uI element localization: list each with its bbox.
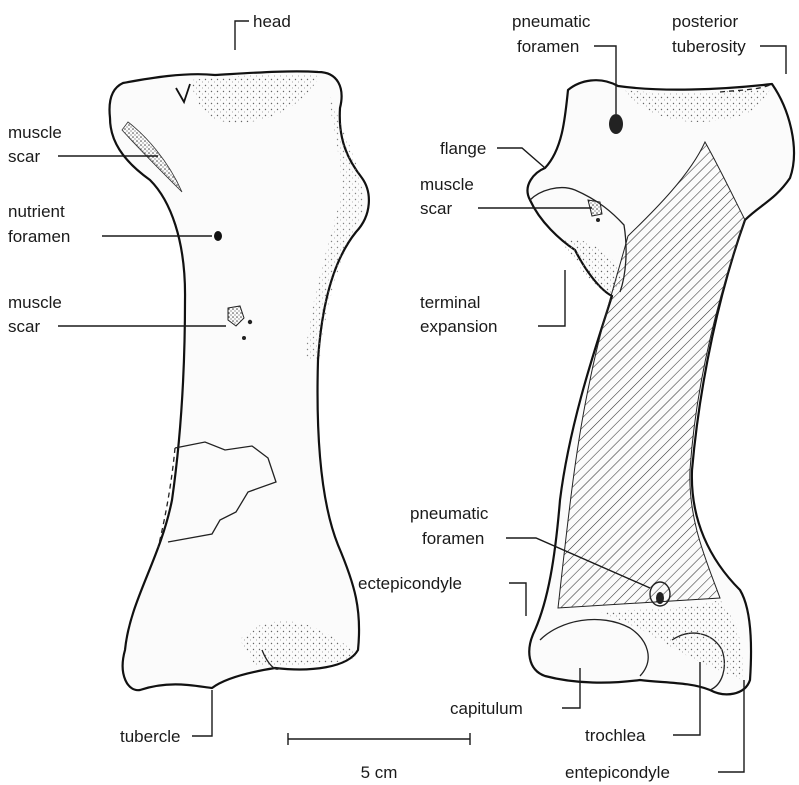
label-muscle-scar-mid-1: muscle: [8, 293, 62, 312]
scale-bar: 5 cm: [288, 733, 470, 782]
label-ectepicondyle: ectepicondyle: [358, 574, 462, 593]
label-flange: flange: [440, 139, 486, 158]
scale-bar-label: 5 cm: [361, 763, 398, 782]
label-entepicondyle: entepicondyle: [565, 763, 670, 782]
right-pneumatic-foramen-top: [609, 114, 623, 134]
label-nutrient-foramen-1: nutrient: [8, 202, 65, 221]
label-terminal-expansion-2: expansion: [420, 317, 498, 336]
scale-bar-line: [288, 733, 470, 745]
right-pneumatic-foramen-bottom-hole: [656, 592, 664, 604]
label-pneumatic-foramen-bottom-1: pneumatic: [410, 504, 489, 523]
leader-tubercle: [192, 690, 212, 736]
leader-terminal-expansion: [538, 270, 565, 326]
label-head: head: [253, 12, 291, 31]
leader-flange: [497, 148, 545, 168]
label-posterior-tuberosity-1: posterior: [672, 12, 738, 31]
label-muscle-scar-right-1: muscle: [420, 175, 474, 194]
label-muscle-scar-upper-1: muscle: [8, 123, 62, 142]
label-terminal-expansion-1: terminal: [420, 293, 480, 312]
leader-head: [235, 21, 249, 50]
leader-ectepicondyle: [509, 583, 526, 616]
label-muscle-scar-mid-2: scar: [8, 317, 40, 336]
label-muscle-scar-upper-2: scar: [8, 147, 40, 166]
label-pneumatic-foramen-bottom-2: foramen: [422, 529, 484, 548]
label-tubercle: tubercle: [120, 727, 180, 746]
leader-posterior-tuberosity: [760, 46, 786, 74]
label-muscle-scar-right-2: scar: [420, 199, 452, 218]
label-pneumatic-foramen-top-1: pneumatic: [512, 12, 591, 31]
label-trochlea: trochlea: [585, 726, 646, 745]
label-posterior-tuberosity-2: tuberosity: [672, 37, 746, 56]
label-nutrient-foramen-2: foramen: [8, 227, 70, 246]
left-bone-outline: [110, 71, 369, 690]
label-pneumatic-foramen-top-2: foramen: [517, 37, 579, 56]
left-nutrient-foramen: [214, 231, 222, 241]
label-capitulum: capitulum: [450, 699, 523, 718]
right-humerus-view: [528, 80, 794, 694]
left-humerus-view: [110, 71, 369, 690]
